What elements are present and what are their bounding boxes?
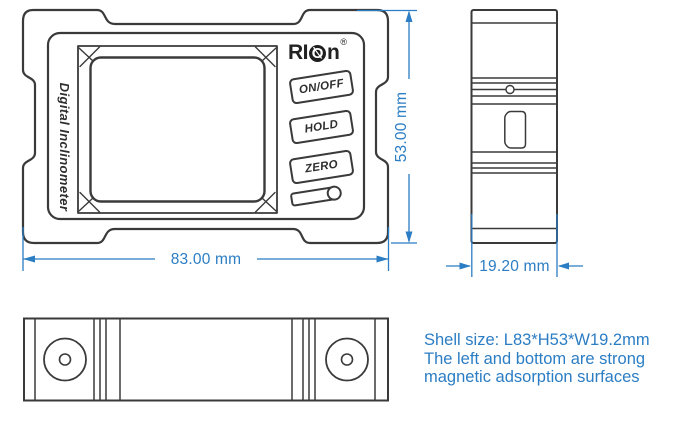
- height-dimension-label: 53.00 mm: [393, 91, 410, 162]
- note-line-1: Shell size: L83*H53*W19.2mm: [424, 331, 650, 349]
- magnet-right-icon: [325, 337, 369, 382]
- bottom-view: [23, 317, 389, 402]
- depth-dimension-label: 19.20 mm: [479, 257, 550, 275]
- front-shell-outline: [21, 8, 390, 245]
- arrow-left-icon: [23, 255, 35, 263]
- dimension-width-lines: [22, 227, 390, 271]
- brand-logo: RI Ø n ®: [288, 37, 347, 64]
- arrow-inward-right-icon: [459, 262, 471, 270]
- arrow-inward-left-icon: [557, 262, 569, 270]
- on-off-button-label: ON/OFF: [298, 77, 345, 97]
- side-screw-icon: [505, 84, 515, 95]
- bottom-seam-lines: [34, 319, 376, 400]
- screen-display: [89, 56, 266, 203]
- dimension-annotations: [22, 9, 583, 277]
- device-label: Digital Inclinometer: [57, 82, 72, 212]
- screen-corner-facets: [78, 46, 277, 213]
- lanyard-pin-icon: [326, 185, 342, 201]
- note-line-2: The left and bottom are strong: [424, 349, 646, 368]
- note-line-3: magnetic adsorption surfaces: [424, 368, 640, 386]
- arrow-right-icon: [376, 255, 389, 263]
- hold-button-label: HOLD: [303, 117, 340, 136]
- usb-port-icon: [504, 110, 527, 149]
- shell-size-note: Shell size: L83*H53*W19.2mm The left and…: [424, 331, 650, 387]
- width-dimension-label: 83.00 mm: [170, 250, 242, 268]
- screen-bezel: [77, 45, 278, 214]
- registered-trademark-icon: ®: [340, 37, 347, 47]
- magnet-left-icon: [43, 337, 87, 382]
- front-panel: [46, 31, 366, 221]
- zero-button-label: ZERO: [304, 157, 339, 176]
- arrow-down-icon: [405, 231, 413, 243]
- bottom-outline: [23, 317, 389, 402]
- front-view: [21, 8, 390, 245]
- dimension-depth-lines: [446, 214, 583, 277]
- logo-text-left: RI: [288, 41, 309, 64]
- side-view: [470, 9, 558, 244]
- lanyard-slot: [290, 185, 342, 207]
- logo-o-icon: Ø: [309, 44, 326, 62]
- side-outline: [470, 9, 558, 244]
- dimension-height-lines: [357, 9, 417, 244]
- logo-text-right: n: [327, 41, 340, 64]
- arrow-up-icon: [405, 10, 413, 22]
- side-seam-lines: [471, 22, 557, 230]
